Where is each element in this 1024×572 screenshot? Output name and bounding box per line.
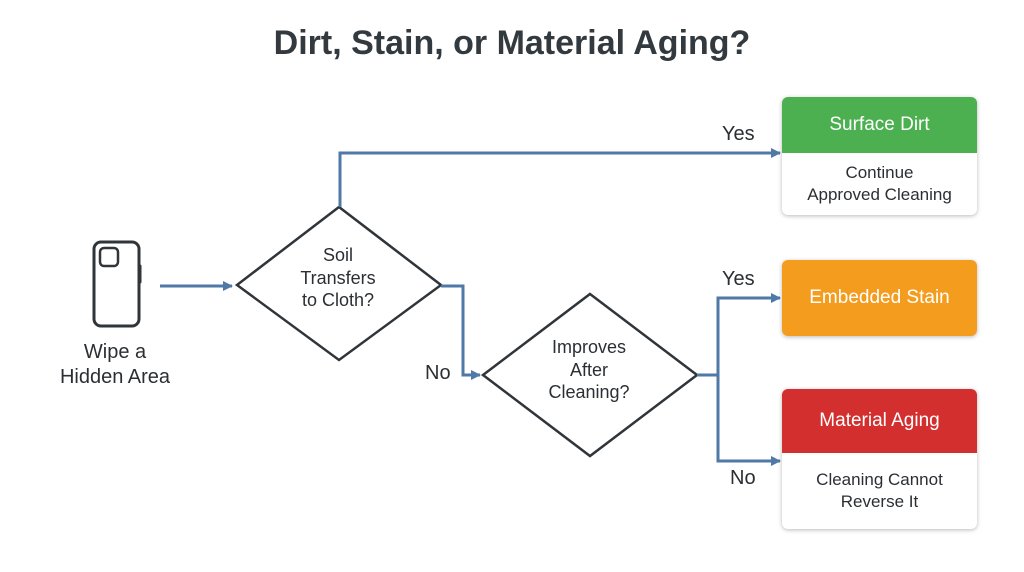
- decision1-label: Soil Transfers to Cloth?: [262, 244, 414, 312]
- outcome-surface-dirt-title: Surface Dirt: [782, 97, 977, 153]
- start-label: Wipe a Hidden Area: [40, 340, 190, 390]
- outcome-surface-dirt: Surface Dirt Continue Approved Cleaning: [782, 97, 977, 215]
- start-label-line1: Wipe a: [83, 341, 147, 363]
- outcome-material-aging-title: Material Aging: [782, 389, 977, 453]
- outcome-material-aging-detail-line2: Reverse It: [840, 492, 919, 511]
- connector-decision1-yes: [338, 148, 781, 207]
- edge-label-d2-yes: Yes: [722, 268, 755, 290]
- outcome-material-aging: Material Aging Cleaning Cannot Reverse I…: [782, 389, 977, 529]
- decision2-line3: Cleaning?: [548, 382, 630, 402]
- outcome-surface-dirt-detail-line2: Approved Cleaning: [807, 185, 952, 204]
- outcome-material-aging-detail-line1: Cleaning Cannot: [816, 469, 943, 489]
- connector-decision1-no: [441, 284, 481, 380]
- connector-decision2-yes: [697, 293, 781, 377]
- decision1-line1: Soil: [322, 245, 353, 265]
- decision2-line1: Improves: [551, 337, 627, 357]
- decision2-line2: After: [569, 359, 608, 380]
- edge-label-d1-yes: Yes: [722, 123, 755, 145]
- decision1-line2: Transfers: [300, 267, 376, 288]
- decision2-diamond: [480, 292, 700, 458]
- decision1-line3: to Cloth?: [301, 290, 375, 310]
- outcome-embedded-stain-title: Embedded Stain: [782, 260, 977, 336]
- outcome-embedded-stain: Embedded Stain: [782, 260, 977, 336]
- decision1-diamond: [234, 205, 444, 362]
- outcome-material-aging-detail: Cleaning Cannot Reverse It: [782, 453, 977, 529]
- diagram-title: Dirt, Stain, or Material Aging?: [273, 24, 751, 62]
- edge-label-d1-no: No: [425, 362, 451, 384]
- edge-label-d2-no: No: [730, 467, 756, 489]
- phone-icon: [92, 240, 142, 328]
- connector-decision2-no: [716, 375, 781, 466]
- decision2-label: Improves After Cleaning?: [514, 336, 664, 404]
- start-label-line2: Hidden Area: [59, 366, 171, 388]
- outcome-surface-dirt-detail-line1: Continue: [845, 162, 914, 182]
- outcome-surface-dirt-detail: Continue Approved Cleaning: [782, 153, 977, 215]
